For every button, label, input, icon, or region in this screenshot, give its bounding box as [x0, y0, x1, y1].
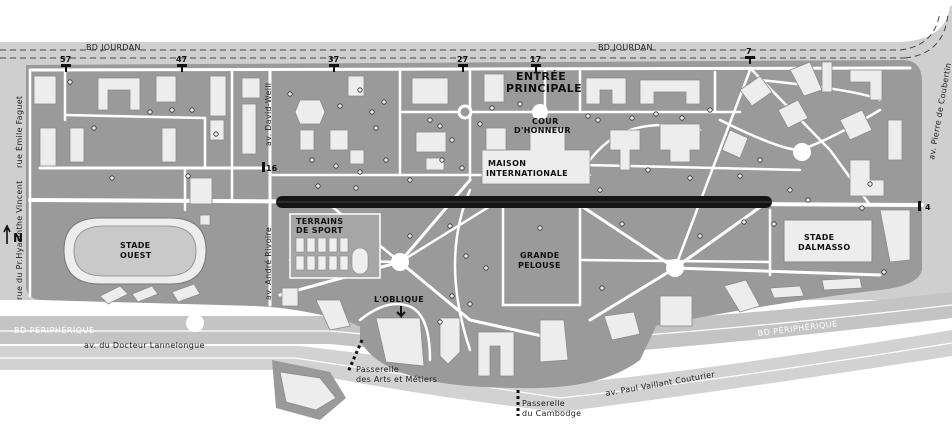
label-bd-peripherique-left: BD PÉRIPHÉRIQUE	[14, 324, 95, 335]
label-maison-2: INTERNATIONALE	[486, 169, 568, 178]
label-av-david-weill: av. David-Weill	[264, 83, 273, 146]
label-grande-pelouse-1: GRANDE	[520, 251, 560, 260]
label-stade-dalmasso-2: DALMASSO	[798, 243, 850, 252]
label-av-lannelongue: av. du Docteur Lannelongue	[84, 341, 205, 350]
label-passerelle-cambodge-1: Passerelle	[522, 399, 565, 408]
label-grande-pelouse-2: PELOUSE	[518, 261, 561, 270]
label-loblique: L'OBLIQUE	[374, 295, 424, 304]
label-entree-principale-2: PRINCIPALE	[506, 82, 582, 95]
label-rue-emile-faguet: rue Émile Faguet	[13, 96, 24, 168]
label-bd-jourdan-right: BD JOURDAN	[598, 43, 653, 52]
gate-17: 17	[530, 55, 541, 64]
label-stade-ouest-1: STADE	[120, 241, 150, 250]
label-terrains-2: DE SPORT	[296, 226, 343, 235]
trees	[67, 79, 887, 325]
label-stade-ouest-2: OUEST	[120, 251, 152, 260]
gate-57: 57	[60, 55, 71, 64]
gate-47: 47	[176, 55, 187, 64]
label-maison-1: MAISON	[488, 159, 526, 168]
stade-dalmasso-field	[783, 219, 873, 263]
label-terrains-1: TERRAINS	[296, 217, 343, 226]
maison-internationale-building	[481, 127, 591, 185]
gate-markers	[61, 56, 921, 211]
label-cour-honneur-1: COUR	[532, 117, 559, 126]
label-passerelle-arts-1: Passerelle	[356, 365, 399, 374]
label-passerelle-arts-2: des Arts et Métiers	[356, 374, 437, 384]
path-network	[28, 66, 924, 362]
label-stade-dalmasso-1: STADE	[804, 233, 834, 242]
gate-27: 27	[457, 55, 468, 64]
peripherique-band	[0, 292, 952, 354]
gate-7: 7	[746, 47, 752, 56]
label-av-andre-rivoire: av. André Rivoire	[263, 227, 273, 300]
label-cour-honneur-2: D'HONNEUR	[514, 126, 571, 135]
gate-16: 16	[266, 164, 278, 173]
label-passerelle-cambodge-2: du Cambodge	[522, 409, 581, 418]
buildings	[33, 61, 911, 411]
gate-37: 37	[328, 55, 339, 64]
compass-label: N	[13, 231, 23, 245]
label-entree-principale-1: ENTRÉE	[516, 70, 566, 83]
loblique-arrow-icon	[396, 306, 406, 319]
north-arrow-icon	[3, 224, 11, 244]
label-rue-hyacinthe: rue du Pr.Hyacinthe Vincent	[15, 180, 24, 300]
label-bd-jourdan-left: BD JOURDAN	[86, 43, 141, 52]
gate-4: 4	[925, 203, 931, 212]
